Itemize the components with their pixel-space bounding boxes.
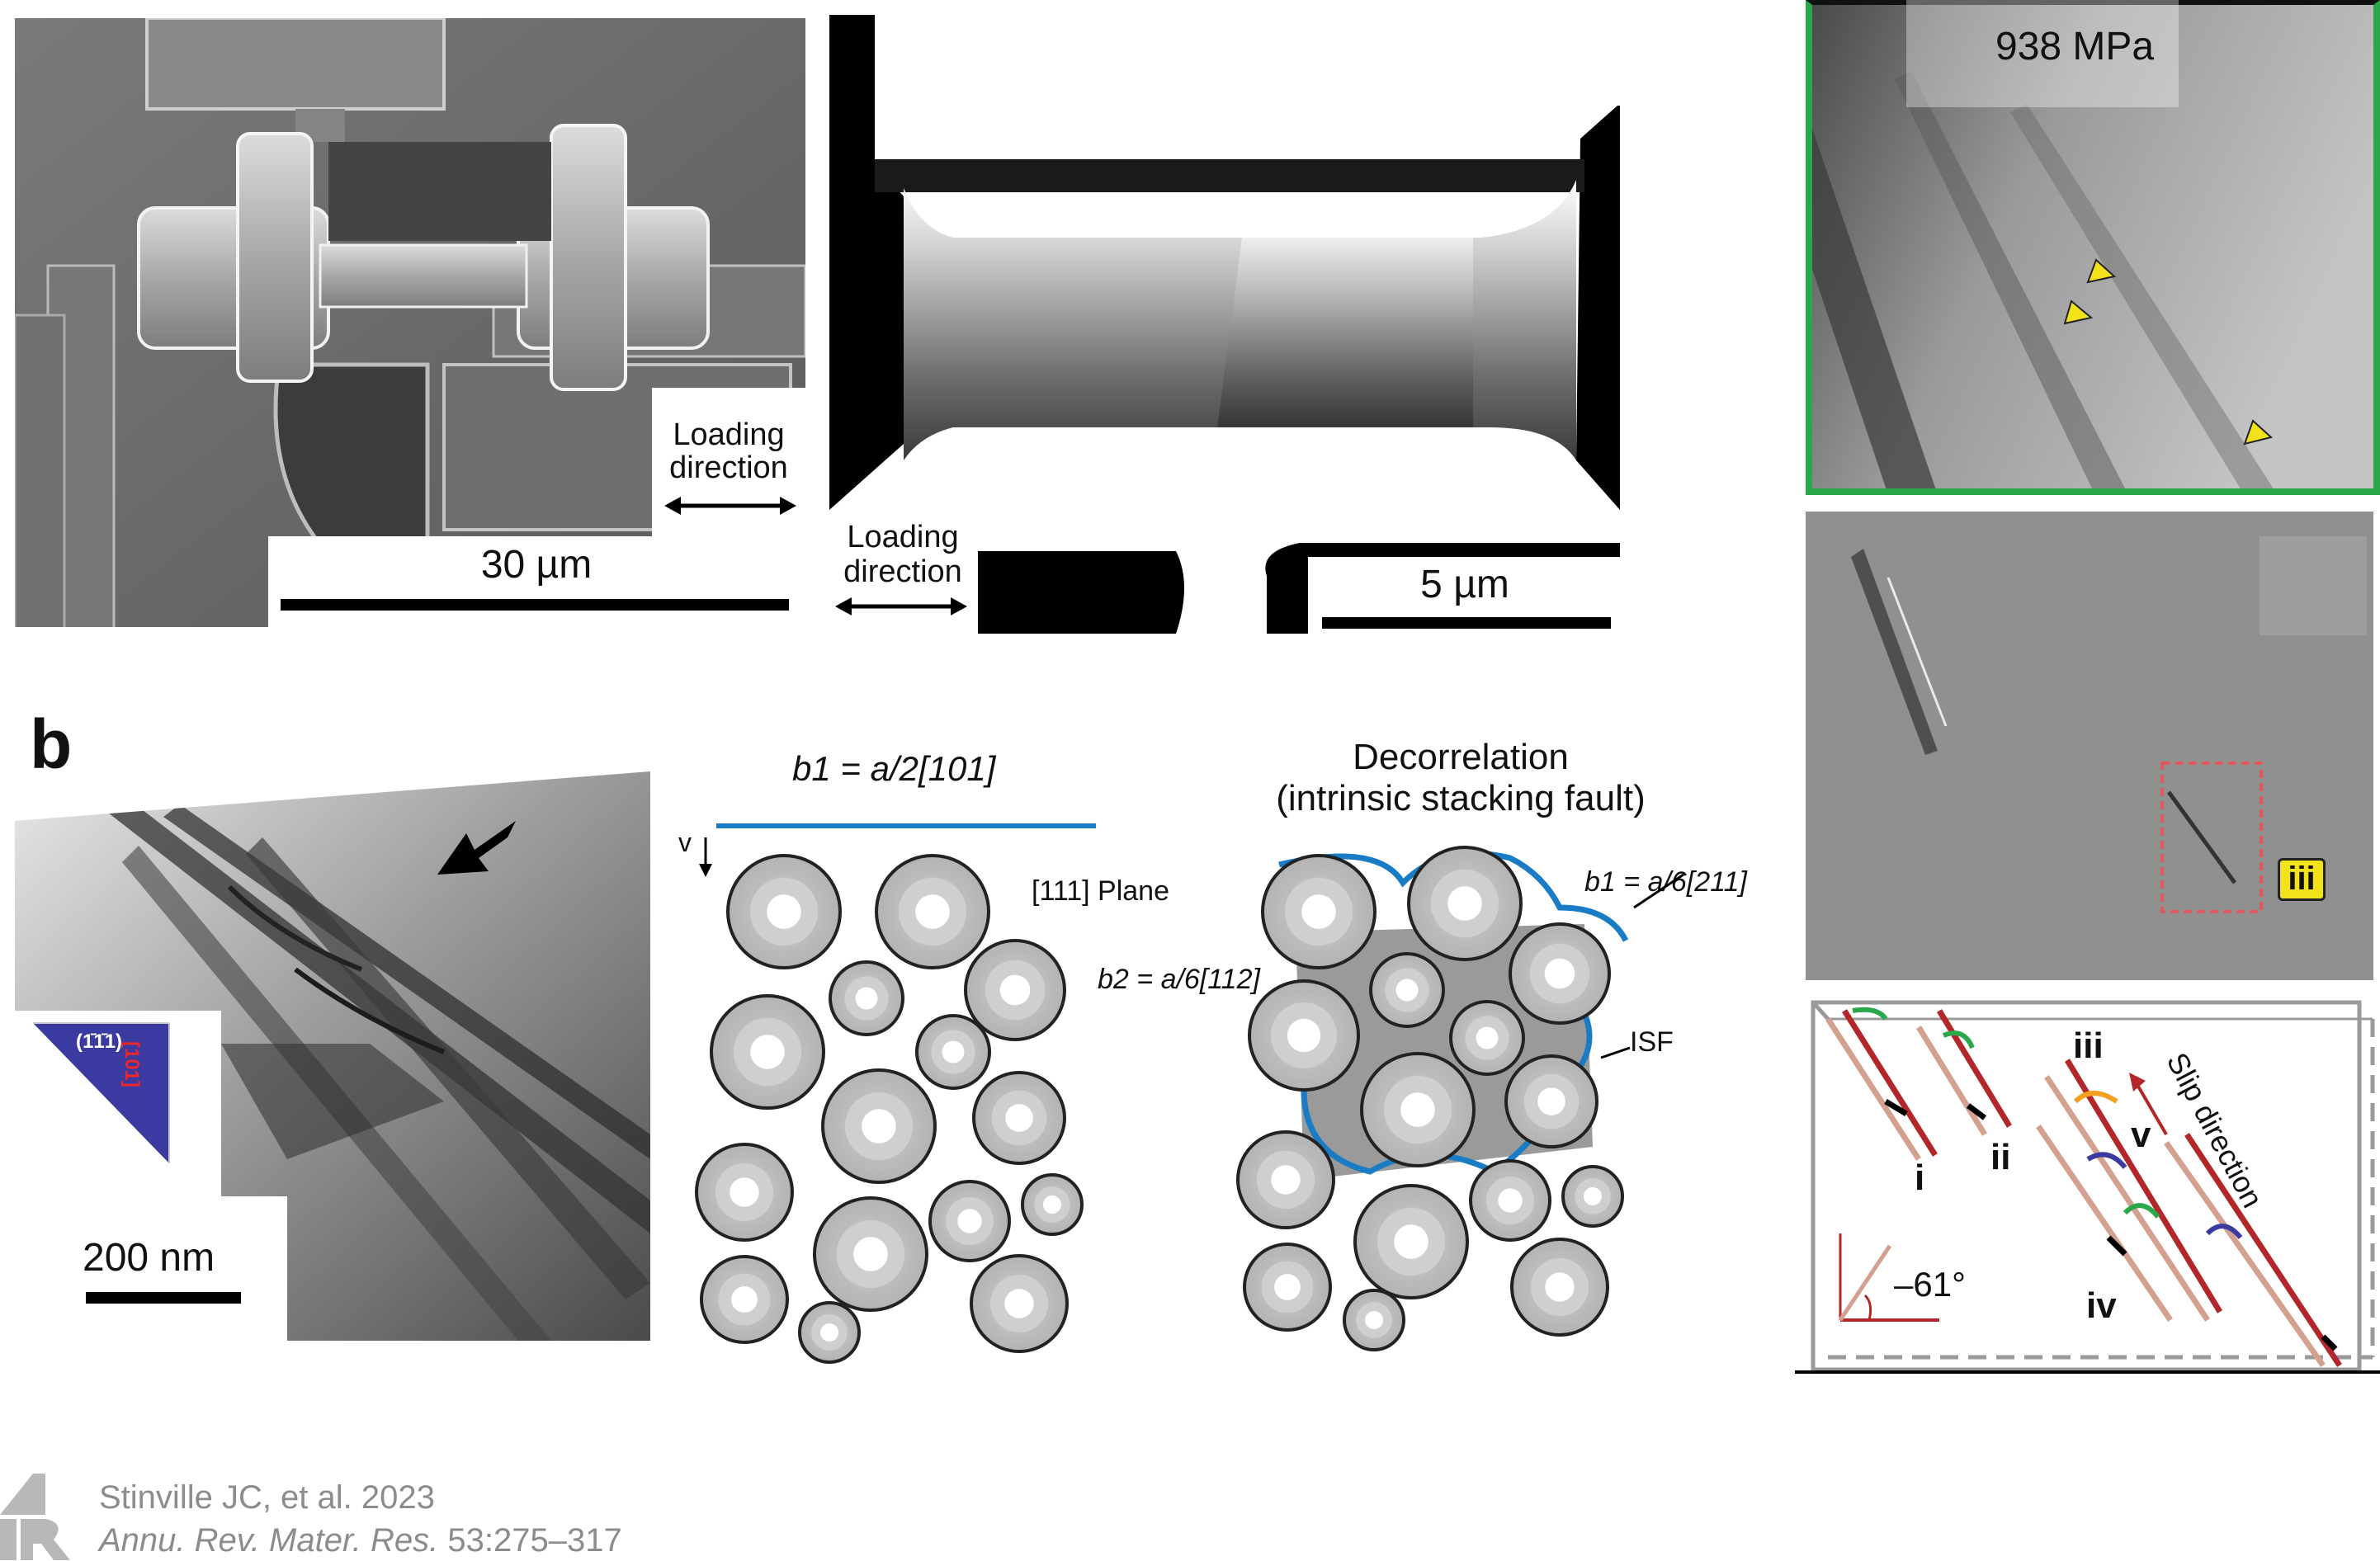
trace-label-iii: iii: [2073, 1026, 2104, 1066]
scale-bar-200nm: [86, 1292, 241, 1304]
b1-pointer-icon: [1633, 873, 1684, 909]
isf-label: ISF: [1630, 1026, 1674, 1058]
trace-label-i: i: [1915, 1158, 1925, 1198]
stress-label-box: [1906, 0, 2179, 107]
isf-pointer-icon: [1600, 1046, 1631, 1059]
trace-label-ii: ii: [1990, 1137, 2011, 1177]
tem-drawing: [15, 771, 650, 1341]
yellow-arrowheads-icon: [2063, 258, 2274, 446]
partial-b1-label: b1 = a/6[211]: [1584, 866, 1747, 898]
burgers-vector-full-label: b1 = a/2[101]: [792, 749, 996, 788]
micrograph-938mpa-drawing: [1812, 5, 2373, 488]
panel-letter-b: b: [30, 705, 73, 783]
loading-arrow-left-icon: [664, 497, 796, 515]
credit-pages: 53:275–317: [447, 1522, 622, 1559]
crystal-orientation-triangle-icon: [33, 1022, 170, 1163]
scale-box-left: [268, 536, 805, 627]
loading-arrow-right-icon: [835, 597, 967, 615]
micrograph-slip-traces-drawing: [1806, 512, 2373, 980]
sem-drawing: [15, 18, 805, 627]
triangle-plane-label: (1̄1̄1): [76, 1030, 123, 1053]
loading-direction-left-line1: Loading: [673, 417, 785, 452]
roi-label-iii: iii: [2288, 861, 2316, 897]
atoms-group-decorrelated: [1236, 846, 1624, 1351]
loading-direction-right-line1: Loading: [847, 520, 959, 554]
atom-lattice-decorrelated: [1236, 846, 1684, 1351]
black-arrow-icon: [437, 821, 516, 875]
scale-bar-30um: [281, 599, 789, 611]
scale-bar-5um: [1322, 617, 1611, 629]
tem-image-dislocations: [15, 771, 652, 1341]
credit-journal: Annu. Rev. Mater. Res.: [99, 1522, 439, 1559]
trace-label-iv: iv: [2086, 1285, 2117, 1326]
scale-label-5um: 5 µm: [1420, 563, 1509, 606]
slip-direction-arrow-icon: [2136, 1083, 2168, 1136]
stress-label: 938 MPa: [1995, 25, 2155, 68]
roi-badge: [2278, 858, 2326, 901]
atoms-group-perfect: [695, 854, 1084, 1364]
credit-authors: Stinville JC, et al. 2023: [99, 1479, 435, 1516]
plane-label: [111] Plane: [1032, 875, 1169, 907]
trace-label-v: v: [2131, 1115, 2151, 1155]
velocity-label: v: [678, 828, 692, 857]
box-outline: [1811, 1000, 2362, 1372]
micrograph-slip-traces: [1806, 512, 2373, 980]
slip-trace-schematic: [1795, 1000, 2380, 1374]
credit-journal-line: Annu. Rev. Mater. Res. 53:275–317: [99, 1520, 622, 1561]
partial-b2-label: b2 = a/6[112]: [1098, 964, 1260, 995]
micrograph-938mpa: [1806, 0, 2380, 495]
loading-direction-right-line2: direction: [843, 554, 962, 589]
decorrelation-title-line1: Decorrelation: [1353, 737, 1569, 777]
velocity-arrow-icon: [699, 837, 712, 877]
sem-image-microtensile-stage: [15, 18, 805, 627]
dislocation-line-blue: [716, 823, 1096, 828]
annual-reviews-logo-icon: [0, 1474, 70, 1560]
triangle-direction-label: [101]: [120, 1041, 143, 1088]
slip-trace-lines: [1825, 1009, 2342, 1368]
scale-label-200nm: 200 nm: [83, 1236, 215, 1280]
angle-label: –61°: [1894, 1265, 1966, 1304]
loading-direction-left-line2: direction: [669, 450, 788, 485]
atom-lattice-perfect: [695, 854, 1084, 1364]
decorrelation-title-line2: (intrinsic stacking fault): [1276, 778, 1646, 818]
scale-label-30um: 30 µm: [480, 543, 593, 587]
